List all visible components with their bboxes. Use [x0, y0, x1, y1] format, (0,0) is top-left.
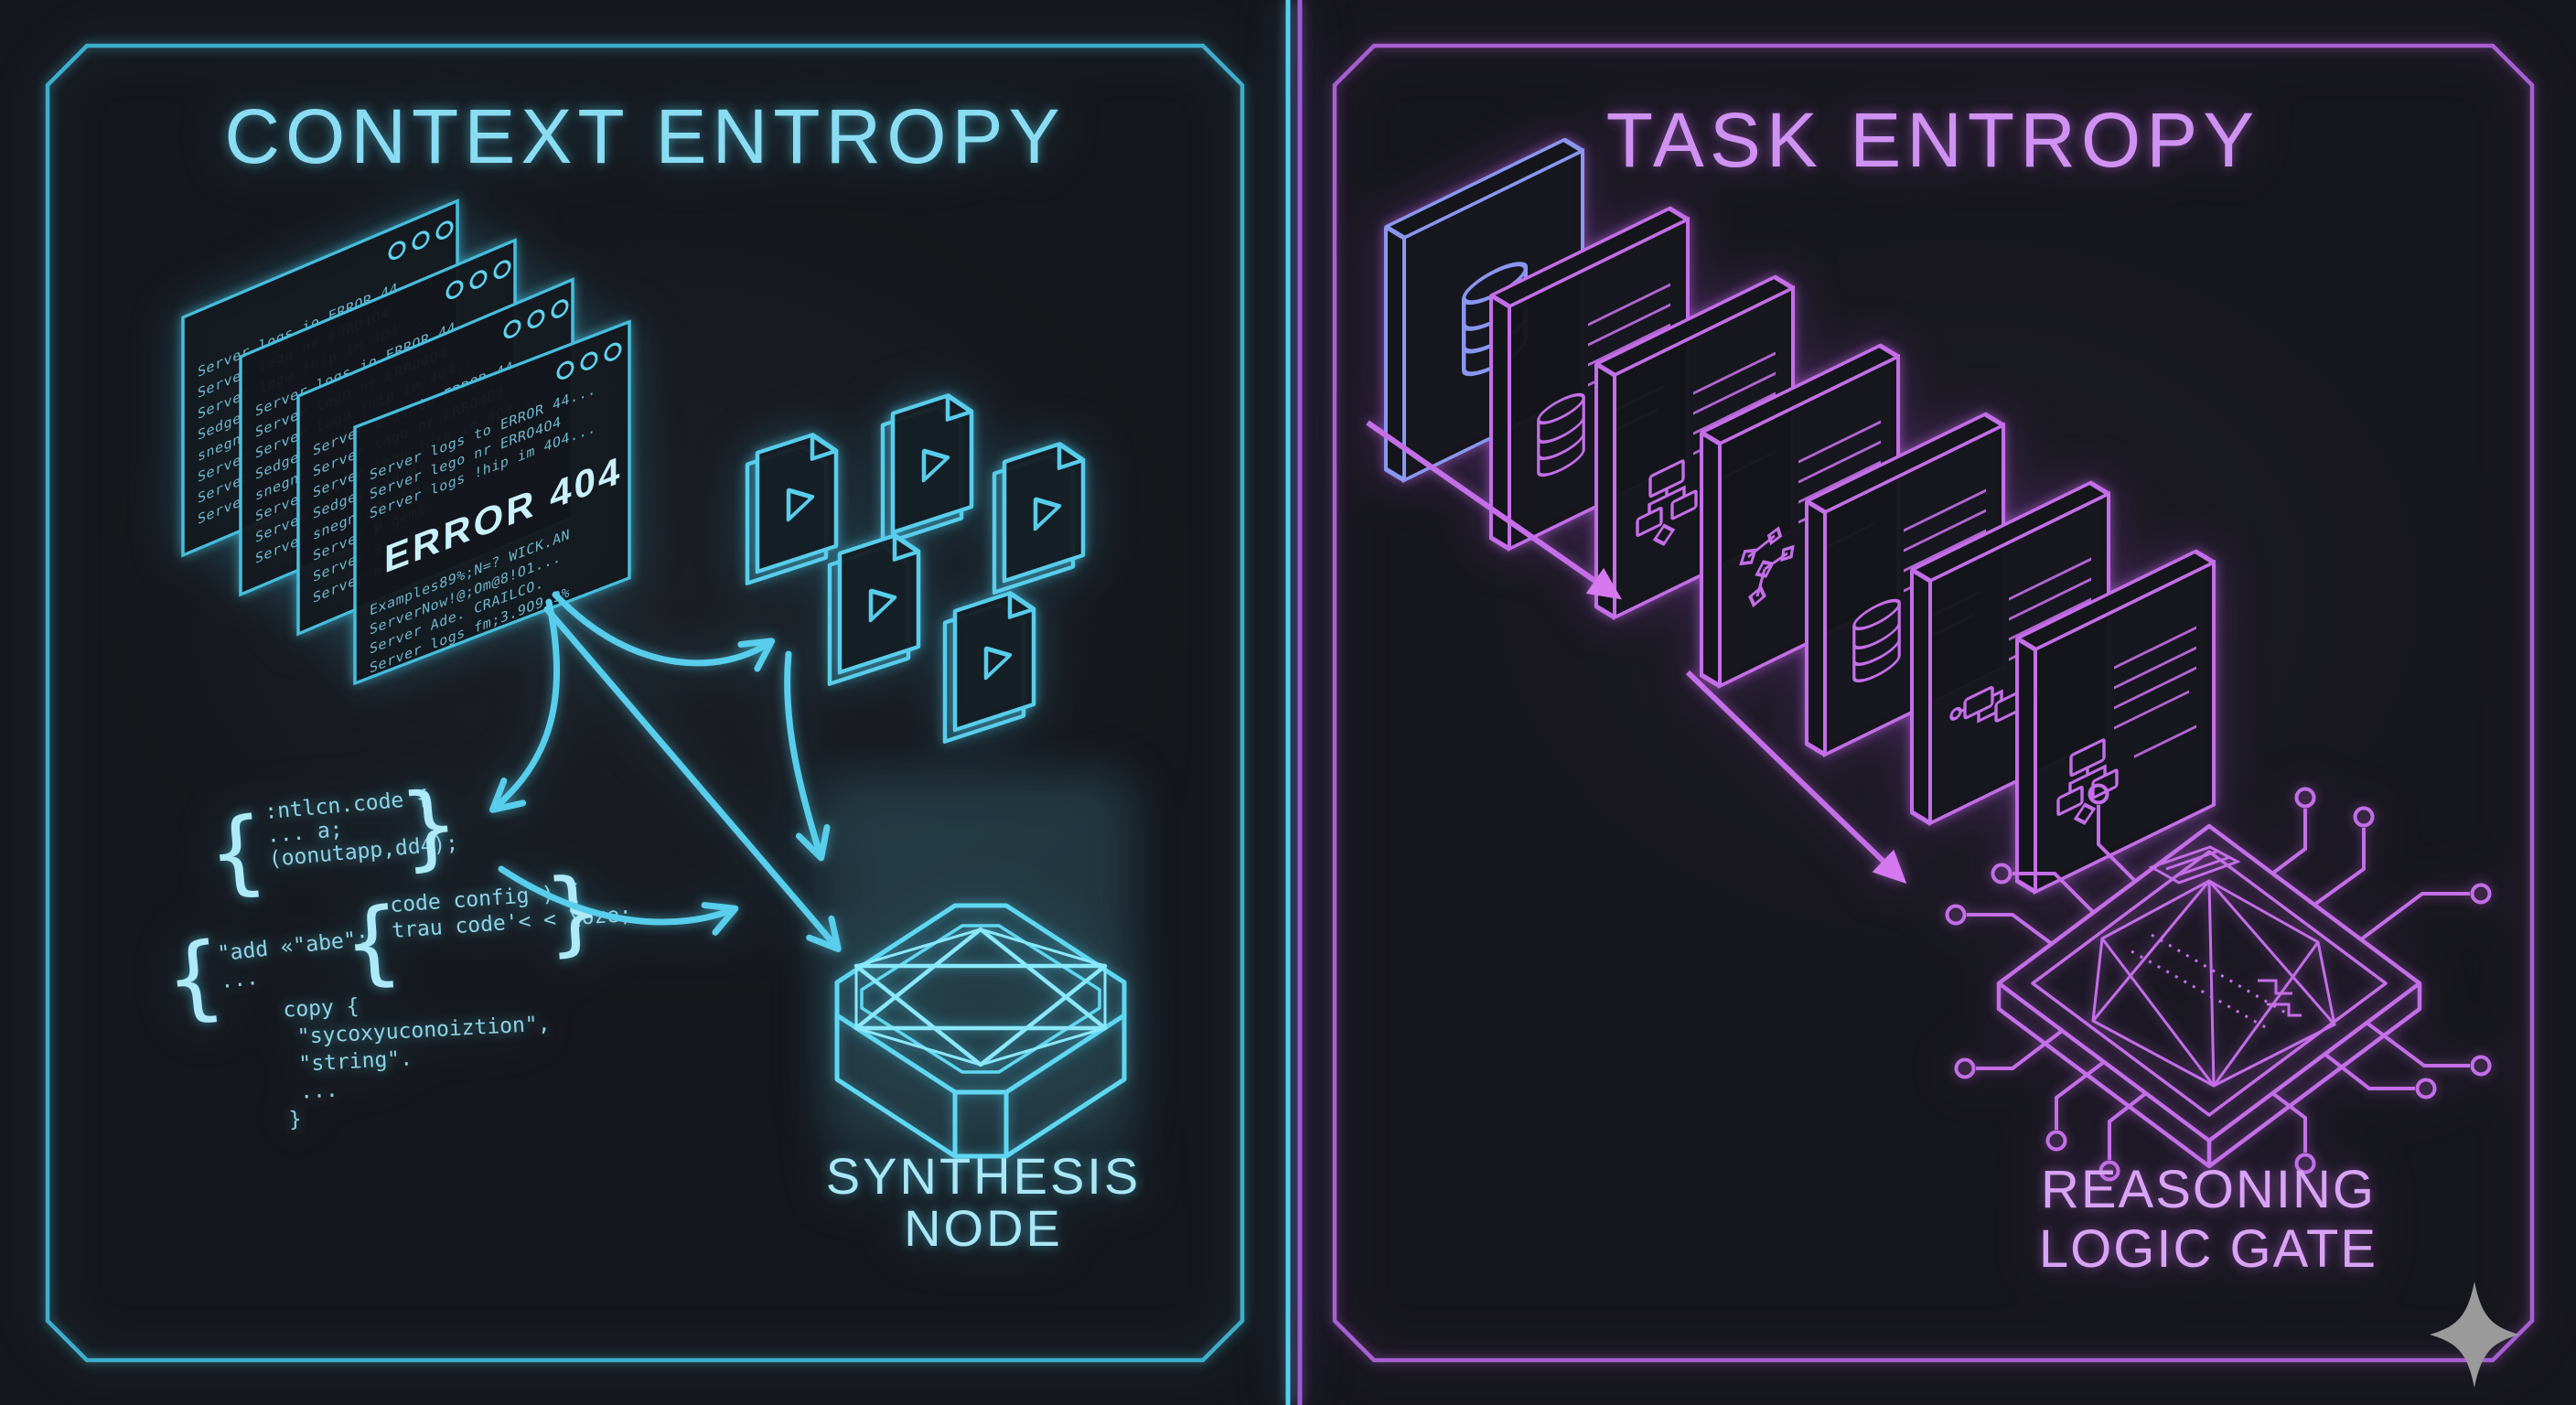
media-file-icon-5: [942, 591, 1036, 744]
right-panel-frame: [1332, 43, 2535, 1363]
window-traffic-dots-icon: [388, 220, 454, 260]
terminal-window-error: Server logs to ERROR 44...Server lego nr…: [353, 319, 631, 686]
play-icon: [983, 646, 1013, 681]
play-icon: [921, 448, 950, 483]
text-lines-icon: [1693, 351, 1776, 484]
code-snippet-1: { :ntlcn.code {... a;(oonutapp,dd4); }: [205, 770, 462, 908]
left-panel: CONTEXT ENTROPY Server logs io ERROR 44.…: [45, 43, 1245, 1363]
synthesis-node-icon: [834, 903, 1127, 1159]
synthesis-node-label-line1: SYNTHESIS: [826, 1147, 1141, 1205]
text-lines-icon: [1798, 420, 1881, 554]
arrow-windows-to-code: [488, 598, 561, 813]
arrow-files-to-node: [784, 650, 831, 862]
window-traffic-dots-icon: [445, 260, 511, 299]
arrow-code-to-node: [498, 865, 739, 936]
media-file-icon-2: [880, 393, 974, 546]
text-lines-icon: [2114, 626, 2196, 758]
arrow-cascade-1: [1366, 420, 1622, 600]
arrow-windows-to-files: [552, 591, 776, 672]
data-card-7: [2015, 549, 2216, 895]
code-text: copy { "sycoxyuconoiztion", "string". ..…: [283, 984, 555, 1132]
close-brace: }: [397, 770, 461, 882]
reasoning-gate-label-line1: REASONING: [2041, 1160, 2376, 1219]
code-snippet-3: { code config ) {trau code'< < \oze; }: [341, 856, 633, 998]
play-icon: [868, 588, 897, 623]
panel-divider: [1285, 0, 1303, 1405]
media-file-icon-4: [827, 533, 921, 686]
reasoning-chip-icon: [1945, 783, 2492, 1182]
media-file-icon-3: [992, 442, 1086, 595]
window-traffic-dots-icon: [503, 299, 569, 338]
folded-corner-icon: [945, 394, 971, 422]
left-panel-frame: [45, 43, 1245, 1363]
open-brace: {: [161, 921, 227, 1034]
reasoning-gate-label-line2: LOGIC GATE: [2039, 1219, 2377, 1279]
folded-corner-icon: [892, 534, 918, 562]
four-point-star-icon: [2430, 1282, 2519, 1388]
left-panel-title: CONTEXT ENTROPY: [224, 93, 1065, 179]
folded-corner-icon: [1057, 443, 1083, 470]
window-traffic-dots-icon: [556, 342, 622, 380]
text-lines-icon: [2009, 557, 2091, 661]
star-polygon-icon: [853, 927, 1108, 1067]
open-brace: {: [205, 797, 269, 908]
right-panel: TASK ENTROPY: [1332, 43, 2535, 1363]
code-snippet-4: copy { "sycoxyuconoiztion", "string". ..…: [283, 984, 555, 1132]
synthesis-node-label-line2: NODE: [904, 1199, 1063, 1257]
play-icon: [1033, 497, 1062, 531]
open-brace: {: [341, 887, 403, 998]
crystal-icon: [2091, 845, 2336, 1088]
circuit-traces-icon: [1945, 783, 2492, 1182]
folded-corner-icon: [810, 434, 836, 461]
folded-corner-icon: [1007, 592, 1034, 619]
play-icon: [786, 488, 815, 522]
arrow-windows-to-node: [543, 606, 842, 953]
right-panel-title: TASK ENTROPY: [1606, 97, 2260, 183]
media-file-icon-1: [745, 433, 839, 585]
arrow-cascade-2: [1685, 670, 1907, 885]
